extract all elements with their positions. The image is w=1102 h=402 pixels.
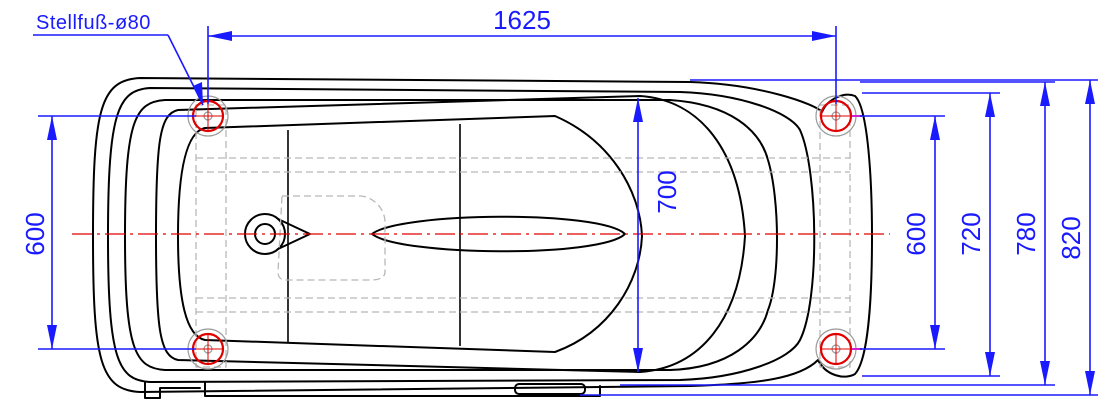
hidden-drain-box bbox=[277, 195, 386, 281]
dimension-lines bbox=[33, 26, 1098, 396]
dim-700-label: 700 bbox=[652, 170, 682, 213]
frame-bottom bbox=[144, 381, 201, 399]
dim-1625-arrow-left bbox=[208, 31, 232, 41]
dim-820-label: 820 bbox=[1056, 216, 1086, 259]
dim-left-600-label: 600 bbox=[20, 212, 50, 255]
hidden-frame-right bbox=[819, 104, 851, 368]
basin-floor bbox=[155, 95, 746, 373]
basin-edge bbox=[124, 99, 778, 371]
hidden-frame bbox=[195, 104, 851, 368]
dim-1625-arrow-right bbox=[812, 31, 836, 41]
dim-780-label: 780 bbox=[1011, 212, 1041, 255]
rim-inner-contour bbox=[107, 87, 816, 383]
foot-leader-arrow bbox=[193, 82, 203, 105]
frame-slot bbox=[514, 383, 586, 395]
foot-label: Stellfuß-ø80 bbox=[36, 12, 151, 34]
hidden-frame-left bbox=[195, 104, 227, 368]
dimension-labels: Stellfuß-ø80 1625 600 700 600 720 780 82… bbox=[20, 5, 1086, 260]
dim-right-600-label: 600 bbox=[901, 212, 931, 255]
frame-rail bbox=[204, 381, 601, 397]
inner-seat bbox=[177, 115, 643, 353]
tub-outlines bbox=[92, 77, 873, 399]
dim-1625-label: 1625 bbox=[493, 5, 551, 35]
dim-720-label: 720 bbox=[956, 212, 986, 255]
foot-bottom-right bbox=[815, 328, 857, 370]
